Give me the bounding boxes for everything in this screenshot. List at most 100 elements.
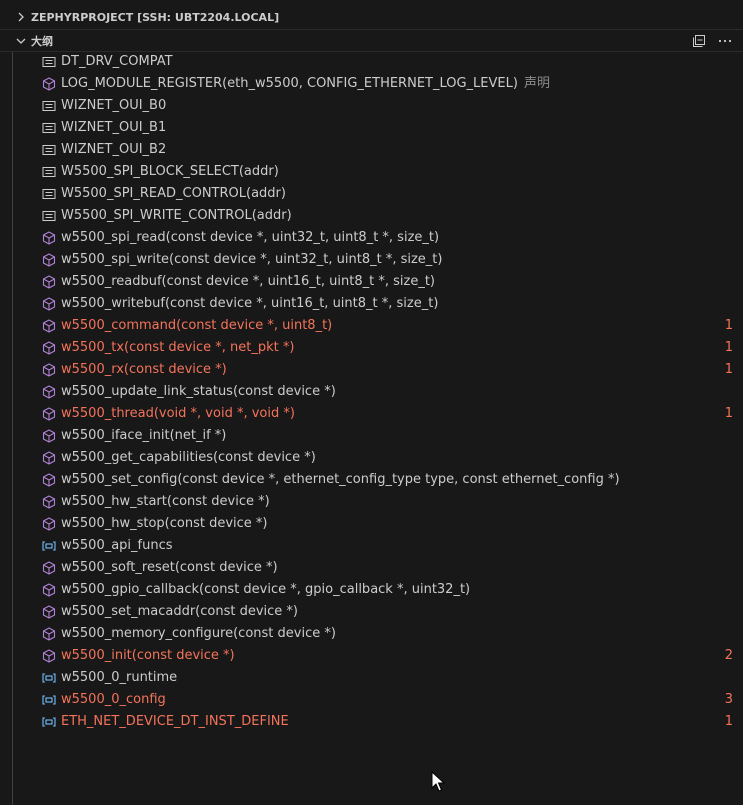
method-icon (41, 604, 57, 620)
outline-item[interactable]: W5500_SPI_BLOCK_SELECT(addr) (0, 161, 743, 183)
outline-item[interactable]: w5500_writebuf(const device *, uint16_t,… (0, 293, 743, 315)
variable-icon (41, 692, 57, 708)
method-icon (41, 296, 57, 312)
outline-item[interactable]: w5500_spi_write(const device *, uint32_t… (0, 249, 743, 271)
symbol-name: w5500_iface_init(net_if *) (61, 428, 227, 443)
symbol-name: WIZNET_OUI_B2 (61, 142, 167, 157)
outline-item-label: ETH_NET_DEVICE_DT_INST_DEFINE (61, 714, 289, 730)
outline-item[interactable]: w5500_iface_init(net_if *) (0, 425, 743, 447)
constant-icon (41, 142, 57, 158)
symbol-name: w5500_init(const device *) (61, 648, 235, 663)
symbol-name: w5500_api_funcs (61, 538, 173, 553)
outline-item-label: w5500_hw_stop(const device *) (61, 516, 267, 532)
outline-item-label: w5500_iface_init(net_if *) (61, 428, 226, 444)
symbol-name: WIZNET_OUI_B1 (61, 120, 167, 135)
outline-actions (691, 30, 733, 52)
constant-icon (41, 164, 57, 180)
constant-icon (41, 120, 57, 136)
symbol-name: w5500_rx(const device *) (61, 362, 227, 377)
outline-item[interactable]: w5500_command(const device *, uint8_t) 1 (0, 315, 743, 337)
outline-item-label: w5500_spi_write(const device *, uint32_t… (61, 252, 442, 268)
symbol-name: DT_DRV_COMPAT (61, 54, 173, 69)
outline-item[interactable]: w5500_get_capabilities(const device *) (0, 447, 743, 469)
method-icon (41, 406, 57, 422)
outline-item[interactable]: w5500_readbuf(const device *, uint16_t, … (0, 271, 743, 293)
symbol-name: w5500_update_link_status(const device *) (61, 384, 336, 399)
outline-item-label: w5500_update_link_status(const device *) (61, 384, 336, 400)
outline-item[interactable]: WIZNET_OUI_B2 (0, 139, 743, 161)
workspace-section-header[interactable]: ZEPHYRPROJECT [SSH: UBT2204.LOCAL] (0, 6, 743, 28)
symbol-name: W5500_SPI_WRITE_CONTROL(addr) (61, 208, 292, 223)
outline-item-label: w5500_0_runtime (61, 670, 177, 686)
method-icon (41, 76, 57, 92)
problem-count-badge: 1 (724, 318, 733, 333)
method-icon (41, 230, 57, 246)
outline-title: 大纲 (31, 34, 53, 48)
outline-item-label: LOG_MODULE_REGISTER(eth_w5500, CONFIG_ET… (61, 76, 550, 92)
problem-count-badge: 2 (724, 648, 733, 663)
outline-item-label: WIZNET_OUI_B2 (61, 142, 166, 158)
outline-item[interactable]: w5500_thread(void *, void *, void *)1 (0, 403, 743, 425)
symbol-description: 声明 (523, 76, 550, 91)
collapse-all-icon[interactable] (691, 33, 707, 49)
symbol-name: w5500_thread(void *, void *, void *) (61, 406, 295, 421)
constant-icon (41, 54, 57, 70)
problem-count-badge: 1 (724, 340, 733, 355)
outline-item-label: w5500_command(const device *, uint8_t) (61, 318, 332, 334)
outline-item-label: w5500_readbuf(const device *, uint16_t, … (61, 274, 435, 290)
outline-item[interactable]: W5500_SPI_READ_CONTROL(addr) (0, 183, 743, 205)
outline-item-label: w5500_spi_read(const device *, uint32_t,… (61, 230, 439, 246)
outline-item-label: W5500_SPI_BLOCK_SELECT(addr) (61, 164, 279, 180)
method-icon (41, 252, 57, 268)
outline-item-label: w5500_0_config (61, 692, 166, 708)
outline-item[interactable]: w5500_set_macaddr(const device *) (0, 601, 743, 623)
outline-item-label: w5500_gpio_callback(const device *, gpio… (61, 582, 470, 598)
outline-item[interactable]: w5500_api_funcs (0, 535, 743, 557)
method-icon (41, 494, 57, 510)
problem-count-badge: 1 (724, 362, 733, 377)
outline-item[interactable]: w5500_gpio_callback(const device *, gpio… (0, 579, 743, 601)
outline-item[interactable]: w5500_hw_start(const device *) (0, 491, 743, 513)
outline-item[interactable]: w5500_soft_reset(const device *) (0, 557, 743, 579)
method-icon (41, 516, 57, 532)
outline-item[interactable]: w5500_memory_configure(const device *) (0, 623, 743, 645)
outline-item[interactable]: w5500_spi_read(const device *, uint32_t,… (0, 227, 743, 249)
outline-section-header[interactable]: 大纲 (0, 29, 743, 51)
method-icon (41, 318, 57, 334)
method-icon (41, 274, 57, 290)
chevron-right-icon[interactable] (13, 9, 29, 25)
outline-item-label: w5500_hw_start(const device *) (61, 494, 270, 510)
symbol-name: w5500_tx(const device *, net_pkt *) (61, 340, 295, 355)
symbol-name: w5500_soft_reset(const device *) (61, 560, 278, 575)
method-icon (41, 560, 57, 576)
outline-item[interactable]: w5500_init(const device *) 2 (0, 645, 743, 667)
symbol-name: w5500_gpio_callback(const device *, gpio… (61, 582, 471, 597)
outline-item[interactable]: w5500_update_link_status(const device *) (0, 381, 743, 403)
outline-item-label: w5500_memory_configure(const device *) (61, 626, 336, 642)
outline-item[interactable]: WIZNET_OUI_B1 (0, 117, 743, 139)
symbol-name: w5500_writebuf(const device *, uint16_t,… (61, 296, 439, 311)
outline-item[interactable]: DT_DRV_COMPAT (0, 51, 743, 73)
outline-item[interactable]: w5500_0_runtime (0, 667, 743, 689)
method-icon (41, 582, 57, 598)
outline-item[interactable]: w5500_tx(const device *, net_pkt *) 1 (0, 337, 743, 359)
more-actions-icon[interactable] (717, 33, 733, 49)
variable-icon (41, 538, 57, 554)
outline-item[interactable]: WIZNET_OUI_B0 (0, 95, 743, 117)
outline-item[interactable]: w5500_rx(const device *) 1 (0, 359, 743, 381)
outline-item-label: WIZNET_OUI_B0 (61, 98, 166, 114)
outline-item[interactable]: w5500_hw_stop(const device *) (0, 513, 743, 535)
constant-icon (41, 186, 57, 202)
symbol-name: w5500_0_runtime (61, 670, 178, 685)
variable-icon (41, 714, 57, 730)
outline-item[interactable]: W5500_SPI_WRITE_CONTROL(addr) (0, 205, 743, 227)
mouse-pointer-icon (431, 771, 445, 792)
outline-item[interactable]: LOG_MODULE_REGISTER(eth_w5500, CONFIG_ET… (0, 73, 743, 95)
symbol-name: WIZNET_OUI_B0 (61, 98, 167, 113)
outline-tree: DT_DRV_COMPAT LOG_MODULE_REGISTER(eth_w55… (0, 51, 743, 805)
outline-item[interactable]: w5500_set_config(const device *, etherne… (0, 469, 743, 491)
chevron-down-icon[interactable] (13, 33, 29, 49)
